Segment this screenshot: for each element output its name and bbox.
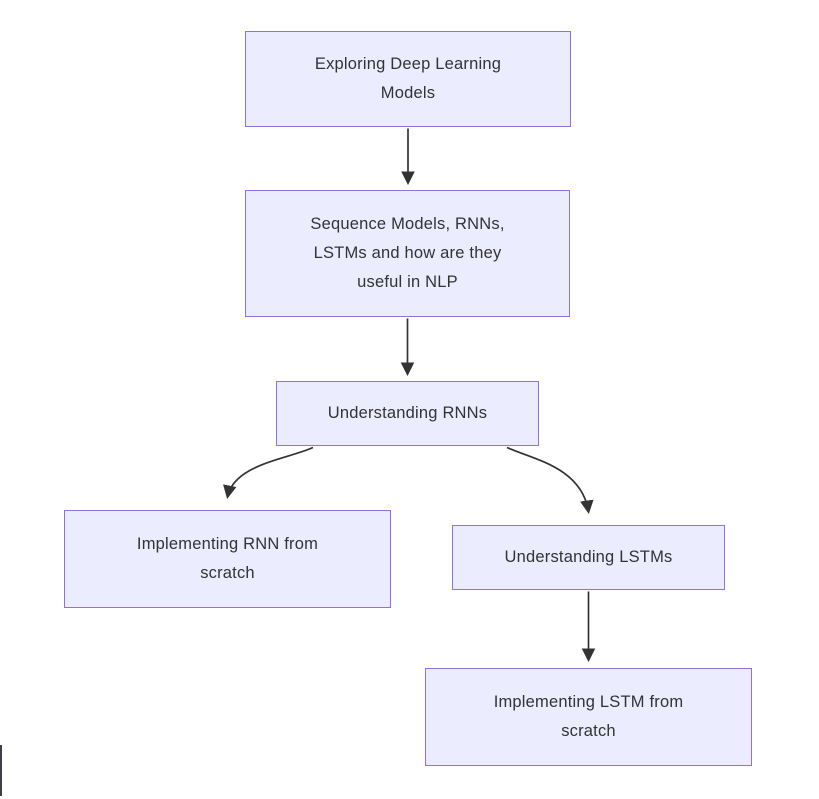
node-sequence-models-rnns-lstms-nlp: Sequence Models, RNNs, LSTMs and how are… [245, 190, 570, 317]
node-label: Sequence Models, RNNs, LSTMs and how are… [310, 215, 505, 291]
node-understanding-lstms: Understanding LSTMs [452, 525, 725, 590]
node-label: Implementing RNN from scratch [136, 535, 319, 582]
node-understanding-rnns: Understanding RNNs [276, 381, 539, 446]
edge-und-rnn-to-und-lstm [506, 446, 594, 515]
window-edge-fragment [0, 745, 2, 796]
node-implementing-lstm-from-scratch: Implementing LSTM from scratch [425, 668, 752, 766]
node-label: Implementing LSTM from scratch [493, 693, 684, 740]
node-exploring-deep-learning-models: Exploring Deep Learning Models [245, 31, 571, 127]
node-label: Understanding LSTMs [504, 548, 673, 566]
node-label: Exploring Deep Learning Models [314, 55, 502, 102]
node-implementing-rnn-from-scratch: Implementing RNN from scratch [64, 510, 391, 608]
node-label: Understanding RNNs [327, 404, 488, 422]
edge-und-rnn-to-impl-rnn [223, 446, 314, 500]
